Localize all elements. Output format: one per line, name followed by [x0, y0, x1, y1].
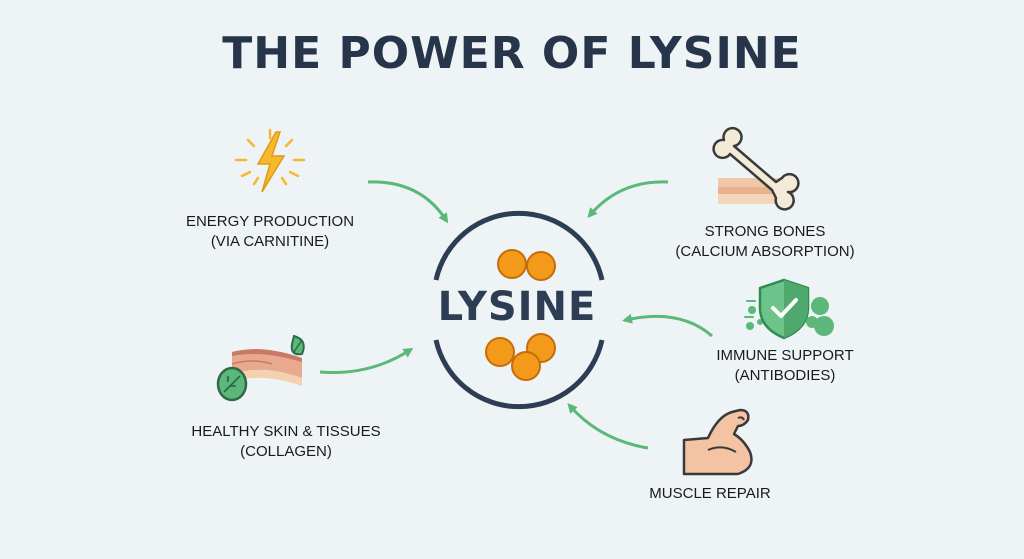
benefit-immune-detail: (ANTIBODIES)	[734, 367, 836, 384]
center-label: LYSINE	[437, 284, 597, 330]
molecule-bottom	[485, 333, 556, 381]
benefit-energy: ENERGY PRODUCTION (VIA CARNITINE)	[170, 212, 370, 252]
benefit-bones-title: STRONG BONES	[704, 223, 826, 240]
benefit-muscle-title: MUSCLE REPAIR	[649, 485, 771, 502]
benefit-energy-title: ENERGY PRODUCTION	[185, 213, 355, 230]
flexed-arm-icon	[682, 408, 753, 476]
benefit-skin-detail: (COLLAGEN)	[240, 443, 332, 460]
arrow-skin	[319, 347, 414, 374]
benefit-muscle: MUSCLE REPAIR	[630, 484, 790, 504]
lightning-icon	[234, 128, 306, 193]
molecule-top	[497, 249, 556, 281]
shield-icon	[744, 278, 834, 340]
bone-icon	[712, 126, 800, 211]
benefit-bones: STRONG BONES (CALCIUM ABSORPTION)	[660, 222, 870, 262]
arrow-bones	[587, 180, 669, 219]
benefit-energy-detail: (VIA CARNITINE)	[210, 233, 330, 250]
ring-bottom-arc	[433, 339, 605, 410]
benefit-immune-title: IMMUNE SUPPORT	[716, 347, 854, 364]
arrow-muscle	[567, 403, 649, 450]
benefit-skin-title: HEALTHY SKIN & TISSUES	[191, 423, 381, 440]
arrow-energy	[367, 180, 449, 224]
benefit-immune: IMMUNE SUPPORT (ANTIBODIES)	[690, 346, 880, 386]
skin-leaf-icon	[216, 334, 305, 402]
page-title: THE POWER OF LYSINE	[222, 28, 802, 79]
benefit-skin: HEALTHY SKIN & TISSUES (COLLAGEN)	[176, 422, 396, 462]
benefit-bones-detail: (CALCIUM ABSORPTION)	[675, 243, 855, 260]
arrow-immune	[622, 313, 713, 338]
ring-top-arc	[433, 210, 605, 281]
